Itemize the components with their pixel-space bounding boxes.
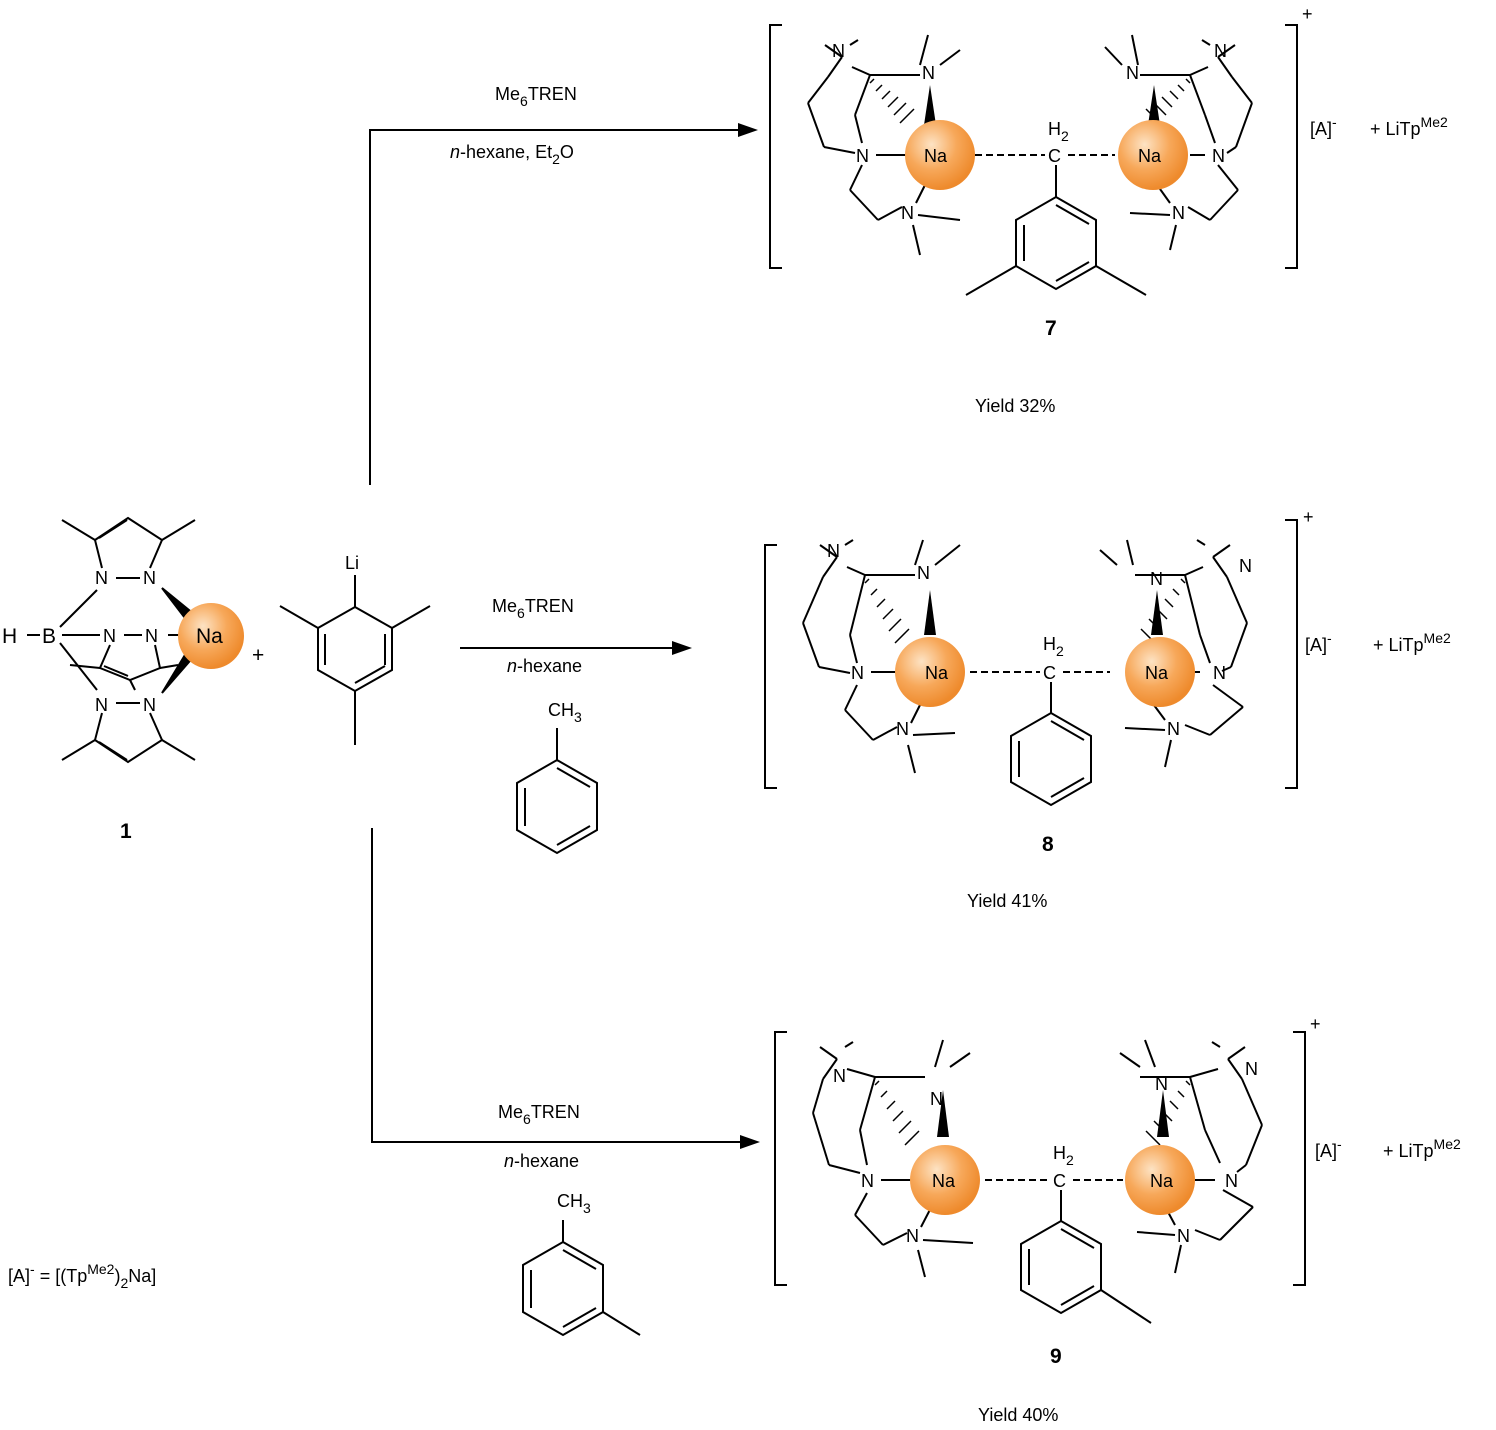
- svg-text:[A]-: [A]-: [1305, 630, 1332, 655]
- svg-text:H2: H2: [1048, 119, 1069, 144]
- anion-definition: [A]- = [(TpMe2)2Na]: [8, 1261, 156, 1291]
- svg-text:N: N: [1155, 1074, 1168, 1094]
- sodium-label: Na: [1138, 146, 1162, 166]
- svg-text:N: N: [1126, 63, 1139, 83]
- reaction-arrows: [369, 123, 760, 1149]
- svg-text:N: N: [917, 563, 930, 583]
- svg-text:N: N: [1172, 203, 1185, 223]
- conditions-route-3: Me6TREN n-hexane CH3: [498, 1102, 591, 1216]
- m-xylene: [522, 1220, 641, 1337]
- svg-text:H2: H2: [1053, 1143, 1074, 1168]
- svg-text:+ LiTpMe2: + LiTpMe2: [1383, 1136, 1461, 1161]
- sodium-label: Na: [925, 663, 949, 683]
- sodium-sphere: [1125, 1145, 1195, 1215]
- yield-label: Yield 41%: [967, 891, 1047, 911]
- lithium-label: Li: [345, 553, 359, 573]
- svg-text:N: N: [930, 1089, 943, 1109]
- svg-text:N: N: [922, 63, 935, 83]
- sodium-label: Na: [932, 1171, 956, 1191]
- svg-text:N: N: [861, 1171, 874, 1191]
- svg-text:N: N: [827, 541, 840, 561]
- compound-number: 8: [1042, 833, 1054, 856]
- sodium-label: Na: [1150, 1171, 1174, 1191]
- sodium-label: Na: [1145, 663, 1169, 683]
- svg-text:N: N: [906, 1226, 919, 1246]
- sodium-sphere: [178, 603, 244, 669]
- svg-text:C: C: [1048, 146, 1061, 166]
- product-7: N N N N Na N N N N Na C H2 + [A]- + LiTp…: [769, 4, 1448, 416]
- charge-label: +: [1302, 4, 1313, 24]
- sodium-label: Na: [196, 625, 223, 648]
- product-8: N N N N Na N N N N Na C H2 + [A]- + LiTp…: [764, 507, 1451, 911]
- svg-text:N: N: [833, 1066, 846, 1086]
- conditions-route-2: Me6TREN n-hexane CH3: [492, 596, 582, 725]
- hashed-bond: [874, 1080, 1191, 1146]
- svg-text:N: N: [1177, 1226, 1190, 1246]
- svg-text:N: N: [1167, 719, 1180, 739]
- n-label: N: [143, 568, 156, 588]
- boron-label: B: [42, 625, 56, 648]
- svg-text:N: N: [1214, 41, 1227, 61]
- reactant-labels: H B N N N N N N Na + 1: [2, 568, 264, 843]
- svg-text:N: N: [1245, 1059, 1258, 1079]
- svg-text:n-hexane, Et2O: n-hexane, Et2O: [450, 142, 574, 167]
- svg-text:H2: H2: [1043, 634, 1064, 659]
- n-label: N: [145, 626, 158, 646]
- toluene: [516, 728, 598, 855]
- yield-label: Yield 40%: [978, 1405, 1058, 1425]
- compound-number: 1: [120, 820, 132, 843]
- svg-text:N: N: [832, 41, 845, 61]
- n-label: N: [143, 695, 156, 715]
- svg-text:CH3: CH3: [548, 700, 582, 725]
- svg-text:N: N: [1150, 569, 1163, 589]
- svg-text:[A]-: [A]-: [1310, 114, 1337, 139]
- n-label: N: [103, 626, 116, 646]
- svg-text:N: N: [1213, 663, 1226, 683]
- svg-text:Me6TREN: Me6TREN: [498, 1102, 580, 1127]
- sodium-sphere: [1125, 637, 1195, 707]
- svg-text:+ LiTpMe2: + LiTpMe2: [1370, 114, 1448, 139]
- charge-label: +: [1303, 507, 1314, 527]
- svg-text:N: N: [856, 146, 869, 166]
- svg-text:Me6TREN: Me6TREN: [492, 596, 574, 621]
- conditions-route-1: Me6TREN n-hexane, Et2O: [450, 84, 577, 167]
- svg-text:N: N: [896, 719, 909, 739]
- svg-text:n-hexane: n-hexane: [507, 656, 582, 676]
- svg-text:N: N: [1225, 1171, 1238, 1191]
- svg-text:+ LiTpMe2: + LiTpMe2: [1373, 630, 1451, 655]
- compound-number: 9: [1050, 1345, 1062, 1368]
- sodium-sphere: [910, 1145, 980, 1215]
- compound-number: 7: [1045, 317, 1057, 340]
- svg-text:N: N: [1212, 146, 1225, 166]
- yield-label: Yield 32%: [975, 396, 1055, 416]
- product-9: N N N N Na N N N N Na C H2 + [A]- + LiTp…: [774, 1014, 1461, 1425]
- charge-label: +: [1310, 1014, 1321, 1034]
- svg-text:n-hexane: n-hexane: [504, 1151, 579, 1171]
- svg-text:N: N: [901, 203, 914, 223]
- hashed-bond: [869, 78, 1191, 124]
- svg-text:N: N: [1239, 556, 1252, 576]
- n-label: N: [95, 568, 108, 588]
- svg-text:CH3: CH3: [557, 1191, 591, 1216]
- sodium-sphere: [895, 637, 965, 707]
- mesityl-lithium: [279, 575, 431, 745]
- n-label: N: [95, 695, 108, 715]
- plus-sign: +: [252, 644, 264, 667]
- svg-text:N: N: [851, 663, 864, 683]
- sodium-label: Na: [924, 146, 948, 166]
- sodium-sphere: [1118, 120, 1188, 190]
- hashed-bond: [864, 578, 1186, 644]
- svg-text:Me6TREN: Me6TREN: [495, 84, 577, 109]
- svg-text:C: C: [1043, 663, 1056, 683]
- sodium-sphere: [905, 120, 975, 190]
- svg-text:[A]-: [A]-: [1315, 1136, 1342, 1161]
- svg-text:C: C: [1053, 1171, 1066, 1191]
- hydride-label: H: [2, 625, 17, 648]
